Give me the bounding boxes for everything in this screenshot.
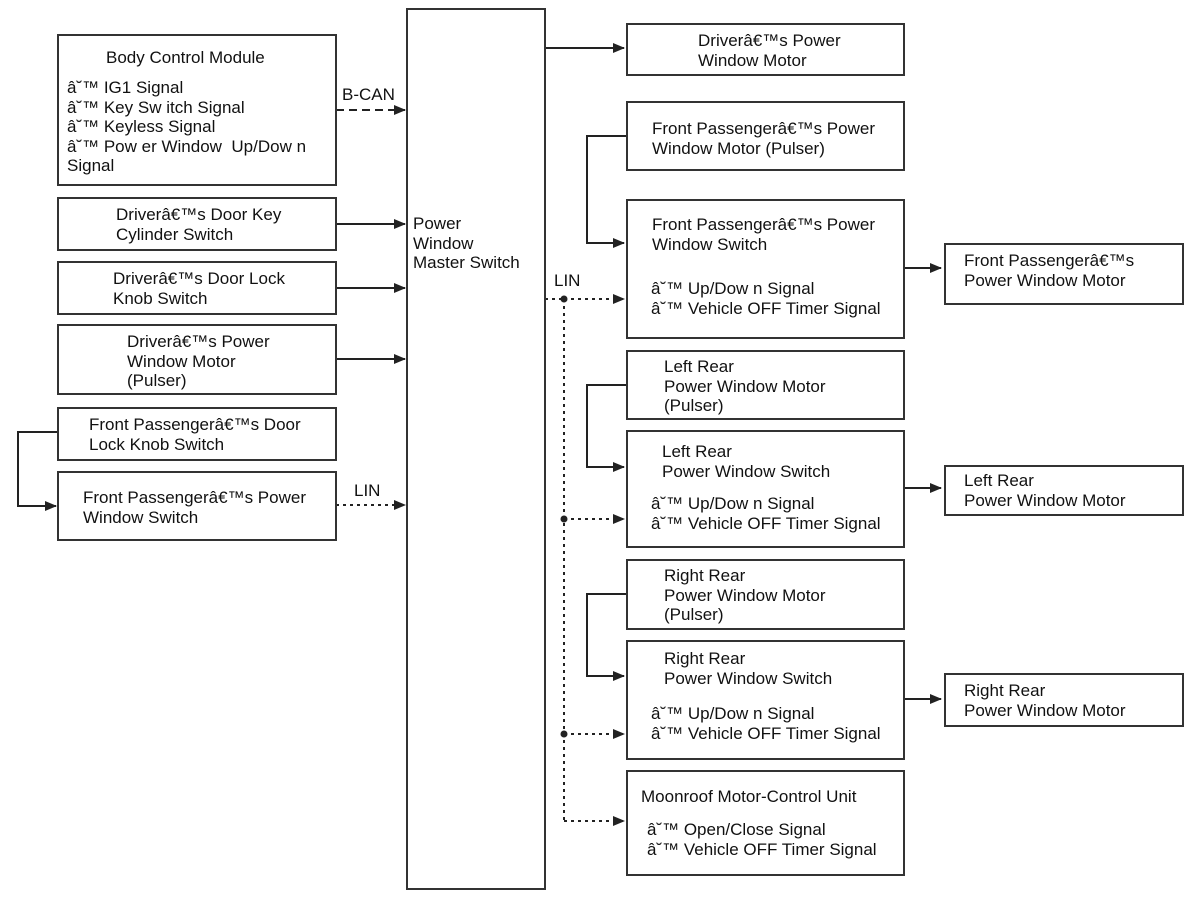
bcm-item: â˘™ Key Sw itch Signal xyxy=(67,97,245,117)
box-text-line: Window xyxy=(413,233,474,253)
left-rear-window-motor-pulser-box: Left Rear Power Window Motor (Pulser) xyxy=(626,350,905,420)
box-text-line: Power Window Motor xyxy=(664,585,826,605)
box-text-line: Window Motor xyxy=(127,351,236,371)
right-rear-window-motor-pulser-box: Right Rear Power Window Motor (Pulser) xyxy=(626,559,905,630)
box-text-line: Power Window Motor xyxy=(664,376,826,396)
box-text-line: Power Window Switch xyxy=(662,461,831,481)
bcan-label: B-CAN xyxy=(342,85,395,104)
box-text-line: Power Window Motor xyxy=(964,700,1126,720)
box-text-line: Window Motor xyxy=(698,50,807,70)
box-text-line: Front Passengerâ€™s Power xyxy=(83,488,306,507)
box-text-line: Left Rear xyxy=(964,471,1034,490)
front-passenger-window-motor-box: Front Passengerâ€™s Power Window Motor xyxy=(944,243,1184,305)
right-rear-window-motor-box: Right Rear Power Window Motor xyxy=(944,673,1184,727)
right-rear-window-switch-box: Right Rear Power Window Switch â˘™ Up/Do… xyxy=(626,640,905,760)
box-text-line: (Pulser) xyxy=(664,605,724,624)
lin-label-left: LIN xyxy=(354,481,381,500)
bcm-item: Signal xyxy=(67,156,115,175)
box-text-line: Window Switch xyxy=(652,234,768,254)
left-rear-window-motor-box: Left Rear Power Window Motor xyxy=(944,465,1184,516)
moonroof-motor-control-unit-box: Moonroof Motor-Control Unit â˘™ Open/Clo… xyxy=(626,770,905,876)
box-text-line: Left Rear xyxy=(662,442,732,461)
driver-window-motor-pulser-box: Driverâ€™s Power Window Motor (Pulser) xyxy=(57,324,337,395)
fp-knob-to-switch-line xyxy=(17,431,58,511)
box-text-line: Window Motor (Pulser) xyxy=(652,138,825,158)
bcm-item: â˘™ IG1 Signal xyxy=(67,78,184,97)
signal-item: â˘™ Up/Dow n Signal xyxy=(651,704,815,723)
lin-junction-dot xyxy=(560,730,568,738)
box-text-line: Driverâ€™s Power xyxy=(127,332,270,351)
lr-pulser-to-switch-line xyxy=(586,384,627,472)
box-text-line: Front Passengerâ€™s Door xyxy=(89,415,301,434)
box-text-line: Power Window Motor xyxy=(964,490,1126,510)
box-text-line: (Pulser) xyxy=(664,396,724,415)
box-text-line: Power Window Switch xyxy=(664,668,833,688)
signal-item: â˘™ Up/Dow n Signal xyxy=(651,279,815,298)
box-text-line: Driverâ€™s Power xyxy=(698,31,841,50)
box-text-line: Cylinder Switch xyxy=(116,224,234,244)
box-text-line: Left Rear xyxy=(664,357,734,376)
box-text-line: Driverâ€™s Door Key xyxy=(116,205,282,224)
box-text-line: Front Passengerâ€™s Power xyxy=(652,215,875,234)
front-passenger-window-motor-pulser-box: Front Passengerâ€™s Power Window Motor (… xyxy=(626,101,905,171)
signal-item: â˘™ Vehicle OFF Timer Signal xyxy=(651,298,881,318)
signal-item: â˘™ Up/Dow n Signal xyxy=(651,494,815,513)
signal-item: â˘™ Vehicle OFF Timer Signal xyxy=(651,513,881,533)
box-text-line: Front Passengerâ€™s Power xyxy=(652,119,875,138)
bcm-title: Body Control Module xyxy=(106,48,265,67)
front-passenger-door-lock-knob-switch-box: Front Passengerâ€™s Door Lock Knob Switc… xyxy=(57,407,337,461)
driver-door-lock-knob-switch-box: Driverâ€™s Door Lock Knob Switch xyxy=(57,261,337,315)
box-text-line: (Pulser) xyxy=(127,371,187,390)
box-text-line: Right Rear xyxy=(664,566,746,585)
signal-item: â˘™ Vehicle OFF Timer Signal xyxy=(647,839,877,859)
box-text-line: Window Switch xyxy=(83,507,199,527)
bcm-item: â˘™ Pow er Window Up/Dow n xyxy=(67,136,307,156)
lin-junction-dot xyxy=(560,295,568,303)
body-control-module-box: Body Control Module â˘™ IG1 Signal â˘™ K… xyxy=(57,34,337,186)
lin-label-right: LIN xyxy=(554,271,581,290)
box-text-line: Driverâ€™s Door Lock xyxy=(113,269,285,288)
signal-item: â˘™ Vehicle OFF Timer Signal xyxy=(651,723,881,743)
box-text-line: Knob Switch xyxy=(113,288,208,308)
moonroof-title: Moonroof Motor-Control Unit xyxy=(641,787,857,806)
box-text-line: Right Rear xyxy=(964,681,1046,700)
front-passenger-window-switch-box-left: Front Passengerâ€™s Power Window Switch xyxy=(57,471,337,541)
box-text-line: Power Window Motor xyxy=(964,270,1126,290)
box-text-line: Power xyxy=(413,214,462,233)
box-text-line: Front Passengerâ€™s xyxy=(964,251,1135,270)
fp-pulser-to-switch-line xyxy=(586,135,627,248)
rr-pulser-to-switch-line xyxy=(586,593,627,681)
power-window-master-switch-box: Power Window Master Switch xyxy=(406,8,546,890)
box-text-line: Lock Knob Switch xyxy=(89,434,225,454)
front-passenger-window-switch-box-right: Front Passengerâ€™s Power Window Switch … xyxy=(626,199,905,339)
box-text-line: Master Switch xyxy=(413,253,520,272)
lin-junction-dot xyxy=(560,515,568,523)
signal-item: â˘™ Open/Close Signal xyxy=(647,820,826,839)
bcm-item: â˘™ Keyless Signal xyxy=(67,117,216,136)
left-rear-window-switch-box: Left Rear Power Window Switch â˘™ Up/Dow… xyxy=(626,430,905,548)
driver-door-key-cylinder-switch-box: Driverâ€™s Door Key Cylinder Switch xyxy=(57,197,337,251)
box-text-line: Right Rear xyxy=(664,649,746,668)
driver-window-motor-box: Driverâ€™s Power Window Motor xyxy=(626,23,905,76)
